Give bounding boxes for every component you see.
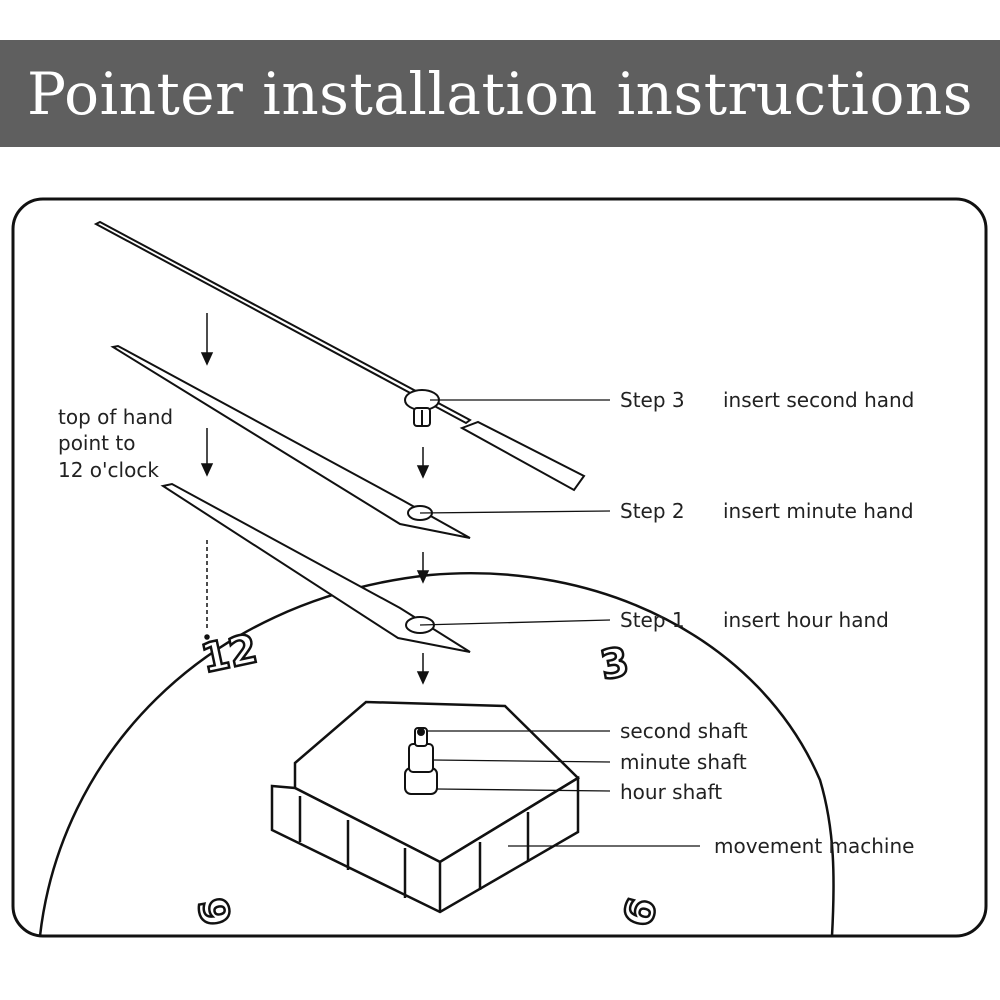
- step-1-number: Step 1: [620, 608, 685, 632]
- dial-number-9: 9: [188, 894, 238, 929]
- diagram-frame: [11, 197, 988, 938]
- title-banner: Pointer installation instructions: [0, 40, 1000, 147]
- down-arrow-icon: [416, 447, 430, 479]
- step-3-action: insert second hand: [723, 388, 914, 412]
- step-2-number: Step 2: [620, 499, 685, 523]
- movement-machine-label: movement machine: [714, 834, 914, 858]
- hour-shaft-label: hour shaft: [620, 780, 722, 804]
- page-title: Pointer installation instructions: [26, 59, 974, 128]
- note-line-1: top of hand: [58, 405, 173, 429]
- down-arrow-icon: [204, 540, 210, 640]
- down-arrow-icon: [416, 552, 430, 584]
- minute-shaft-label: minute shaft: [620, 750, 747, 774]
- note-line-2: point to: [58, 431, 135, 455]
- second-shaft-label: second shaft: [620, 719, 748, 743]
- down-arrow-icon: [200, 313, 214, 366]
- down-arrow-icon: [416, 653, 430, 685]
- clock-shaft: [404, 727, 438, 795]
- clock-face-arc: [38, 571, 835, 937]
- note-line-3: 12 o'clock: [58, 458, 159, 482]
- second-hand: [93, 220, 586, 492]
- dial-number-3: 3: [597, 639, 632, 689]
- step-2-action: insert minute hand: [723, 499, 914, 523]
- hour-hand: [160, 482, 471, 653]
- step-1-action: insert hour hand: [723, 608, 889, 632]
- dial-number-6: 6: [615, 893, 667, 932]
- minute-hand: [110, 344, 471, 539]
- leader-lines: [419, 399, 700, 847]
- step-3-number: Step 3: [620, 388, 685, 412]
- down-arrow-icon: [200, 428, 214, 477]
